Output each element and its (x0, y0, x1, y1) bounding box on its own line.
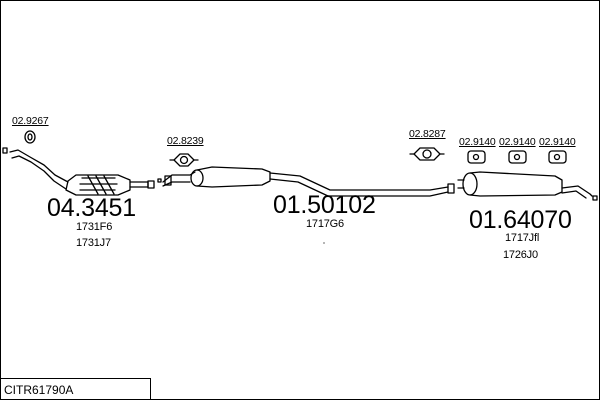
fitting-02-8239-drawing (169, 153, 199, 167)
catalytic-converter-drawing (2, 147, 162, 196)
fitting-02-9140-c-drawing (548, 150, 567, 164)
fitting-label-02-9140-b: 02.9140 (499, 136, 536, 148)
fitting-label-02-8287: 02.8287 (409, 128, 446, 140)
part-ref-1726J0: 1726J0 (503, 249, 538, 261)
fitting-02-9140-a-drawing (467, 150, 486, 164)
title-block: CITR61790A (0, 378, 151, 399)
fitting-02-8287-drawing (409, 147, 445, 161)
part-ref-1731F6: 1731F6 (76, 221, 113, 233)
part-ref-1717G6: 1717G6 (306, 218, 344, 230)
fitting-02-9140-b-drawing (508, 150, 527, 164)
fitting-label-02-9267: 02.9267 (12, 115, 49, 127)
fitting-02-9267-drawing (24, 130, 36, 144)
diagram-code: CITR61790A (4, 383, 74, 397)
fitting-label-02-8239: 02.8239 (167, 135, 204, 147)
part-ref-1717Jfl: 1717Jfl (505, 232, 540, 244)
part-number-front-silencer: 01.50102 (273, 191, 376, 219)
part-number-catalytic-converter: 04.3451 (47, 194, 136, 222)
part-number-rear-silencer: 01.64070 (469, 206, 572, 234)
fitting-label-02-9140-a: 02.9140 (459, 136, 496, 148)
front-silencer-drawing (162, 166, 455, 197)
rear-silencer-drawing (457, 171, 598, 201)
speck-dot (323, 242, 325, 244)
fitting-label-02-9140-c: 02.9140 (539, 136, 576, 148)
part-ref-1731J7: 1731J7 (76, 237, 111, 249)
